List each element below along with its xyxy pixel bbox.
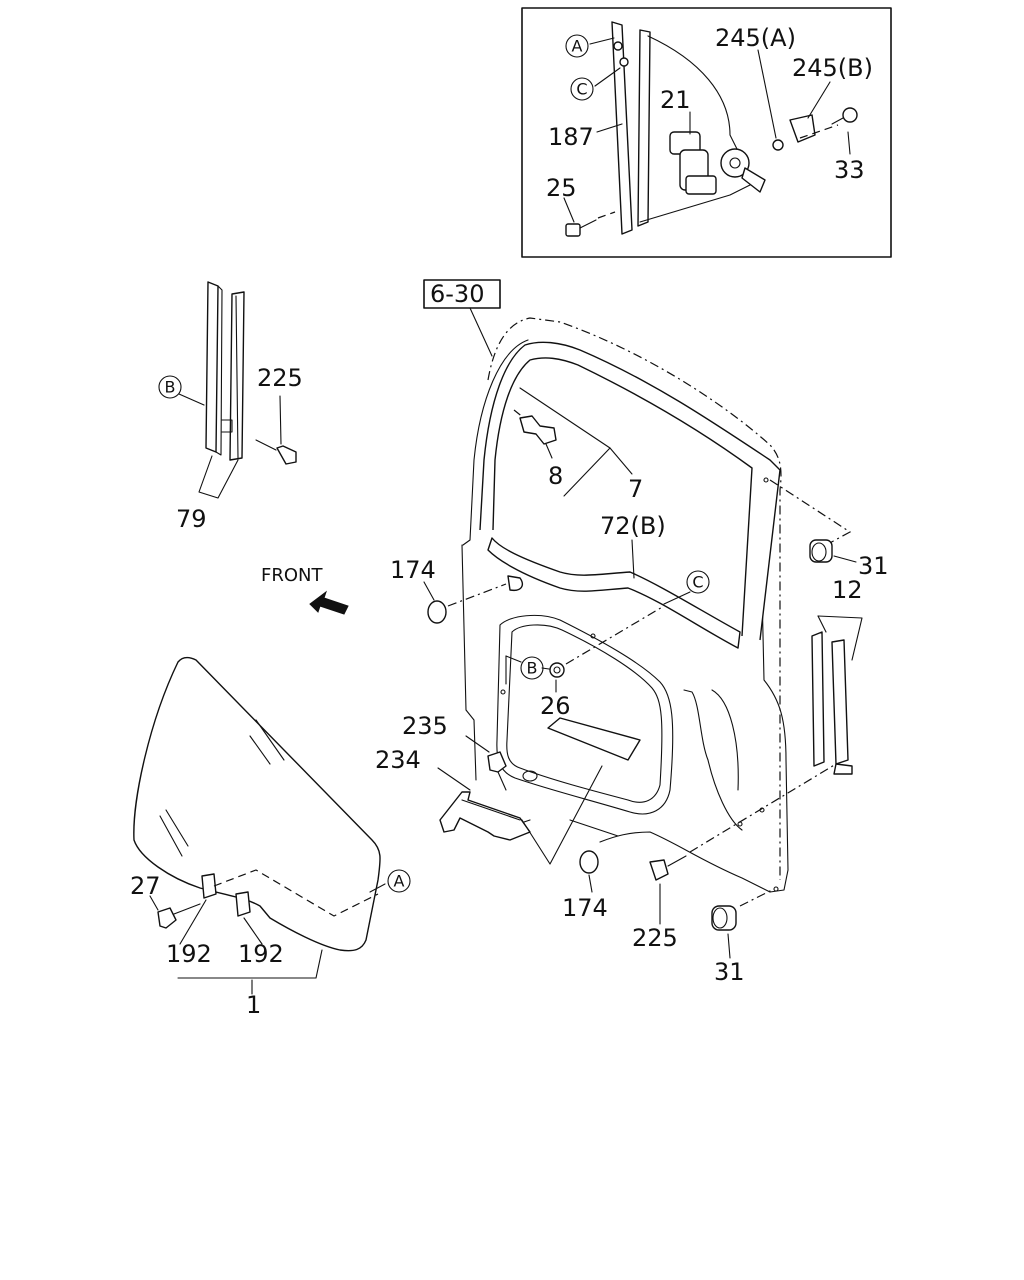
glass-bracket-192-left [201, 873, 217, 899]
bolt-225-bottom [649, 855, 687, 881]
door-hole-174 [507, 575, 523, 592]
callout-a-inset [565, 34, 589, 58]
label-25: 25 [546, 174, 577, 202]
svg-text:C: C [576, 80, 587, 99]
handle-recess [547, 717, 641, 761]
label-225-bottom: 225 [632, 924, 678, 952]
bolt-33-leader [799, 124, 839, 139]
callout-c-door [686, 570, 710, 594]
glass-run-channel-79: B 225 79 [158, 281, 303, 533]
regulator-cable-upper [647, 35, 746, 166]
label-174-bottom: 174 [562, 894, 608, 922]
bumper-31-bottom [711, 905, 737, 931]
label-21: 21 [660, 86, 691, 114]
label-26: 26 [540, 692, 571, 720]
label-234: 234 [375, 746, 421, 774]
label-245b: 245(B) [792, 54, 873, 82]
callout-b-left [158, 375, 182, 399]
callout-a-glass [387, 869, 411, 893]
glass-bracket-192-right [235, 891, 251, 917]
bracket-245b [789, 114, 816, 143]
svg-text:A: A [572, 37, 583, 56]
label-79: 79 [176, 505, 207, 533]
label-27: 27 [130, 872, 161, 900]
front-direction-indicator: FRONT [261, 565, 349, 615]
label-1: 1 [246, 991, 261, 1019]
bolt-225-top [255, 439, 297, 465]
window-motor-21 [669, 131, 766, 195]
bolt-27 [157, 903, 201, 929]
label-235: 235 [402, 712, 448, 740]
door-outer-outline [487, 317, 782, 880]
regulator-rail-inner [637, 29, 651, 227]
front-arrow-icon [309, 590, 349, 615]
svg-text:C: C [692, 573, 703, 592]
inset-frame [521, 7, 892, 258]
label-31-top: 31 [858, 552, 889, 580]
nut-26 [549, 662, 565, 678]
callout-c-inset [570, 77, 594, 101]
regulator-rail-187 [611, 21, 633, 235]
label-72b: 72(B) [600, 512, 666, 540]
glass-to-a-line [213, 869, 379, 917]
label-6-30: 6-30 [430, 280, 484, 308]
screw-a [613, 41, 623, 51]
label-8: 8 [548, 462, 563, 490]
window-frame-inner [492, 357, 753, 637]
bolt-235 [487, 751, 507, 791]
bracket-234 [439, 791, 531, 841]
svg-text:A: A [394, 872, 405, 891]
label-12: 12 [832, 576, 863, 604]
label-225-top: 225 [257, 364, 303, 392]
label-7: 7 [628, 475, 643, 503]
belt-molding-72b [487, 537, 741, 649]
regulator-inset: A C 245(A) 245(B) 21 187 25 33 [521, 7, 892, 258]
grommet-174-top [427, 600, 447, 624]
grommet-174-bottom [579, 850, 599, 874]
nut-245a [772, 139, 784, 151]
label-245a: 245(A) [715, 24, 796, 52]
glass-run-channel-12 [811, 615, 863, 775]
screw-c [619, 57, 629, 67]
label-174-top: 174 [390, 556, 436, 584]
label-33: 33 [834, 156, 865, 184]
trim-opening [496, 614, 674, 815]
bolt-33 [831, 107, 858, 125]
reference-box-6-30 [423, 279, 501, 309]
label-192-left: 192 [166, 940, 212, 968]
clip-8 [513, 409, 557, 445]
label-192-right: 192 [238, 940, 284, 968]
svg-text:B: B [165, 378, 176, 397]
door-panel: C B [423, 279, 852, 893]
label-187: 187 [548, 123, 594, 151]
label-31-bottom: 31 [714, 958, 745, 986]
bumper-31-top [809, 539, 833, 563]
door-glass-1 [133, 656, 381, 952]
front-label: FRONT [261, 565, 323, 586]
svg-text:B: B [527, 659, 538, 678]
bolt-25 [565, 219, 597, 237]
